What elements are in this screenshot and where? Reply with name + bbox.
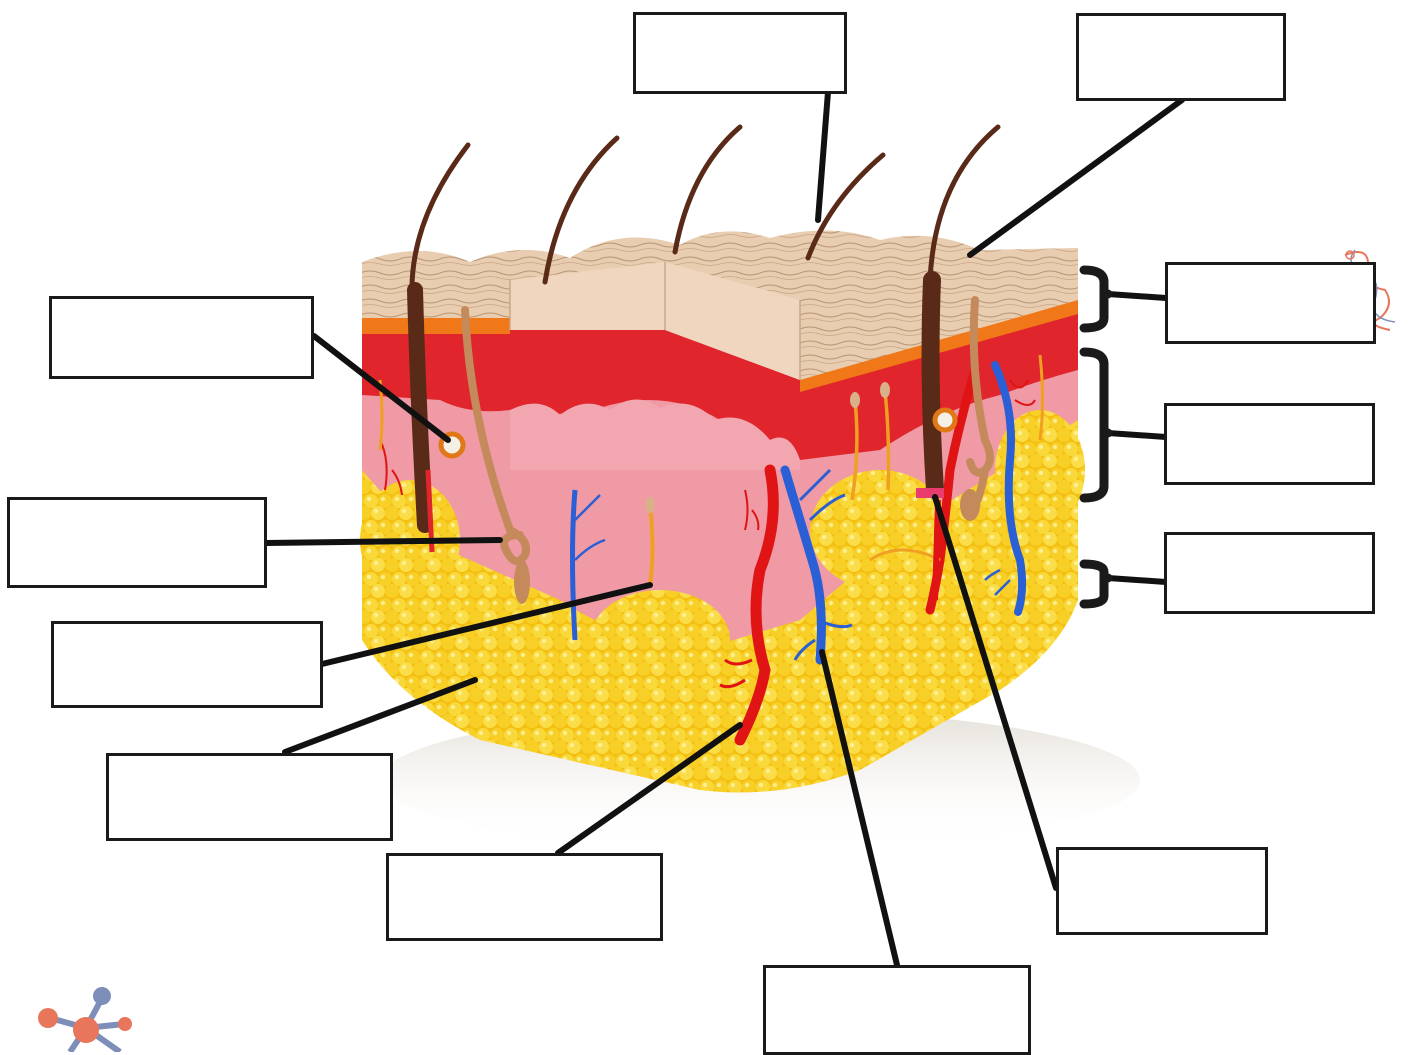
label-box-right-low[interactable] xyxy=(1056,847,1268,935)
label-box-top-right[interactable] xyxy=(1076,13,1286,101)
label-box-left-bottom[interactable] xyxy=(106,753,393,841)
brace-dermis xyxy=(1084,352,1108,498)
leader-left-middle xyxy=(266,540,500,543)
leader-top-right xyxy=(970,100,1182,255)
label-box-left-lower[interactable] xyxy=(51,621,323,708)
label-box-right-layer-2[interactable] xyxy=(1164,403,1375,485)
vein-left xyxy=(573,490,576,640)
layer-braces xyxy=(1084,270,1108,604)
hair-bulb-marker xyxy=(916,488,944,498)
follicle-right xyxy=(931,280,935,490)
brace-hypodermis xyxy=(1084,564,1108,604)
receptor-bulb xyxy=(645,497,655,513)
leader-right-layer-2 xyxy=(1108,433,1166,437)
label-box-bottom-right-low[interactable] xyxy=(763,965,1031,1055)
label-box-right-layer-3[interactable] xyxy=(1164,532,1375,614)
label-box-bottom-center[interactable] xyxy=(386,853,663,941)
label-box-left-middle[interactable] xyxy=(7,497,267,588)
label-box-right-layer-1[interactable] xyxy=(1165,262,1376,344)
label-box-left-upper[interactable] xyxy=(49,296,314,379)
brace-epidermis xyxy=(1084,270,1108,328)
leader-right-layer-1 xyxy=(1108,294,1166,298)
leader-right-layer-3 xyxy=(1108,578,1166,582)
follicle-left xyxy=(415,290,425,525)
orange-band-left xyxy=(362,318,510,334)
leader-top-center xyxy=(818,92,828,220)
molecule-logo-icon xyxy=(38,987,132,1052)
label-box-top-center[interactable] xyxy=(633,12,847,94)
sebaceous-gland-right xyxy=(935,410,955,430)
